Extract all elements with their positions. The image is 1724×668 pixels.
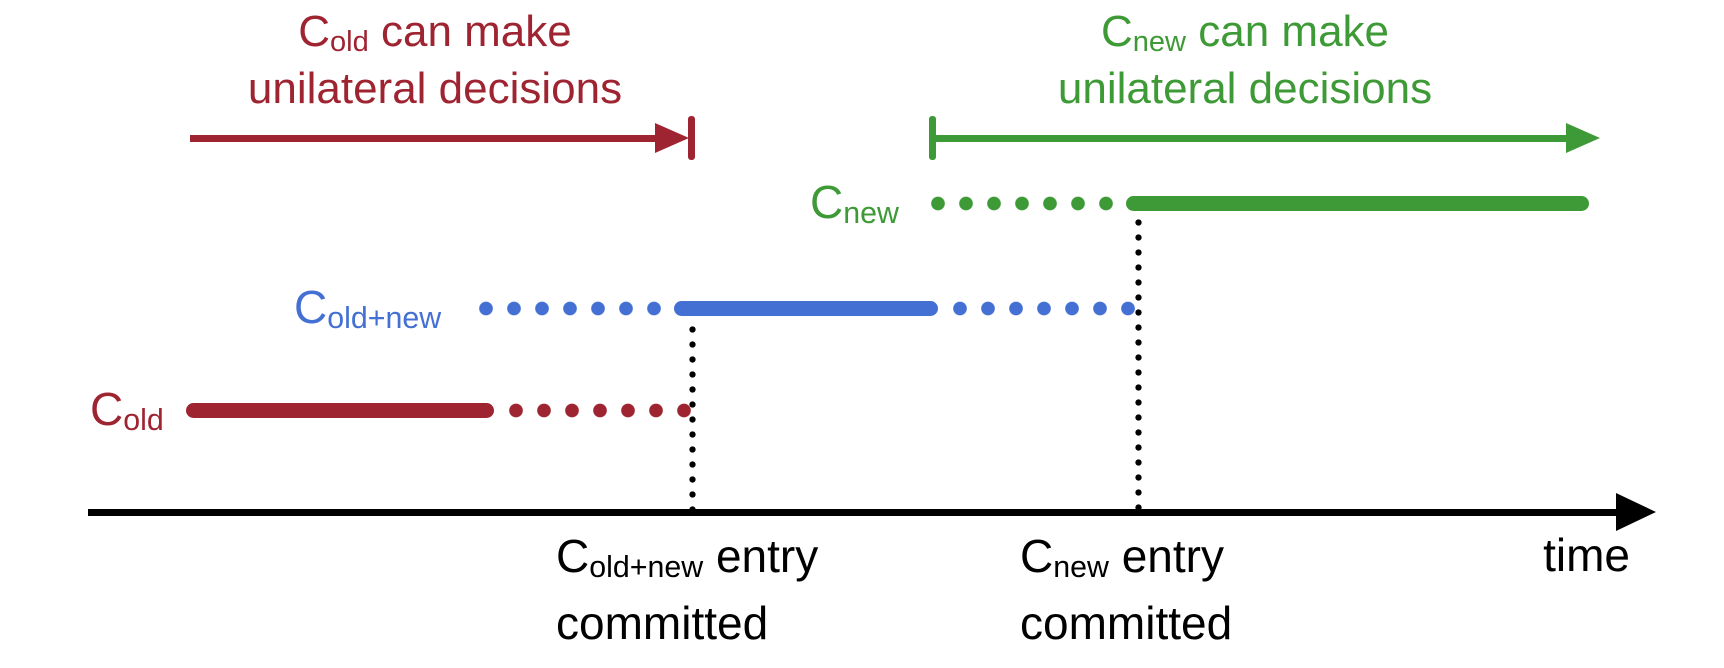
old-decision-arrow-line bbox=[190, 135, 660, 142]
c-old-new-dotted-segment-right bbox=[946, 301, 1138, 316]
time-axis-label: time bbox=[1543, 529, 1630, 581]
joint-commit-marker-line bbox=[689, 322, 696, 510]
new-decision-arrow-line bbox=[929, 135, 1569, 142]
c-old-new-solid-segment bbox=[674, 301, 938, 316]
old-unilateral-annotation: Cold can make unilateral decisions bbox=[170, 6, 700, 115]
old-unilateral-line2: unilateral decisions bbox=[247, 64, 623, 113]
time-axis-line bbox=[88, 509, 1620, 516]
new-decision-arrow-head-icon bbox=[1566, 123, 1600, 153]
c-old-new-row-label: Cold+new bbox=[294, 281, 442, 336]
new-committed-caption-line2: committed bbox=[1020, 597, 1233, 649]
time-axis-arrow-head-icon bbox=[1616, 493, 1656, 531]
c-old-solid-segment bbox=[186, 403, 494, 418]
c-old-new-dotted-segment-left bbox=[472, 301, 672, 316]
new-commit-marker-line bbox=[1135, 215, 1142, 511]
old-decision-arrow-head-icon bbox=[655, 123, 689, 153]
joint-committed-caption-line2: committed bbox=[556, 597, 769, 649]
c-old-dotted-segment bbox=[502, 403, 692, 418]
c-new-row-label: Cnew bbox=[810, 176, 899, 231]
c-new-solid-segment bbox=[1126, 196, 1589, 211]
c-new-dotted-segment bbox=[924, 196, 1126, 211]
new-committed-caption-line1: Cnew entry bbox=[1020, 530, 1224, 585]
new-unilateral-annotation: Cnew can make unilateral decisions bbox=[1010, 6, 1480, 115]
new-committed-caption: Cnew entry committed bbox=[1020, 526, 1232, 654]
joint-committed-caption: Cold+new entry committed bbox=[556, 526, 818, 654]
old-decision-arrow-end-tick bbox=[688, 116, 695, 160]
c-old-row-label: Cold bbox=[90, 383, 164, 438]
new-unilateral-line1: Cnew can make bbox=[1100, 7, 1390, 59]
joint-committed-caption-line1: Cold+new entry bbox=[556, 530, 819, 585]
old-unilateral-line1: Cold can make bbox=[298, 7, 572, 59]
new-unilateral-line2: unilateral decisions bbox=[1057, 64, 1433, 113]
